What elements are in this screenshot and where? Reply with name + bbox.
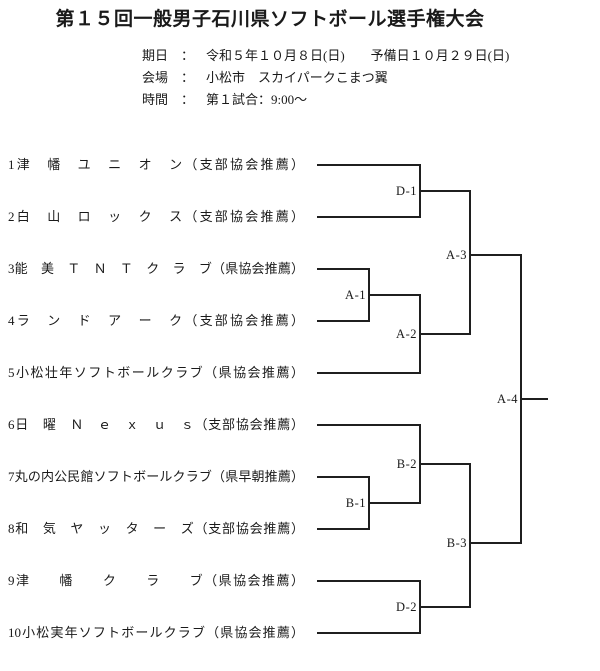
info-row-venue: 会場 ： 小松市 スカイパークこまつ翼 bbox=[142, 67, 509, 89]
team-row-5: 5小松壮年ソフトボールクラブ（県協会推薦） bbox=[8, 365, 304, 380]
match-label-a4: A-4 bbox=[497, 392, 518, 406]
info-separator: ： bbox=[181, 70, 195, 85]
match-b1-connector bbox=[368, 502, 421, 504]
team-row-6: 6日 曜 Ｎ ｅ ｘ ｕ ｓ（支部協会推薦） bbox=[8, 417, 304, 432]
info-value: 第１試合：9:00～ bbox=[206, 92, 308, 107]
match-label-a3: A-3 bbox=[446, 248, 467, 262]
match-a1-connector bbox=[368, 294, 421, 296]
match-a3-connector bbox=[469, 254, 522, 256]
match-label-d2: D-2 bbox=[396, 600, 417, 614]
match-a3-vertical bbox=[469, 190, 471, 335]
match-label-b3: B-3 bbox=[446, 536, 467, 550]
info-separator: ： bbox=[181, 48, 195, 63]
match-label-b2: B-2 bbox=[396, 457, 417, 471]
team6-line bbox=[317, 424, 421, 426]
info-row-time: 時間 ： 第１試合：9:00～ bbox=[142, 89, 509, 111]
match-b3-connector bbox=[469, 542, 522, 544]
team8-line bbox=[317, 528, 370, 530]
team7-line bbox=[317, 476, 370, 478]
info-value: 令和５年１０月８日(日) 予備日１０月２９日(日) bbox=[206, 48, 510, 63]
match-d2-connector bbox=[419, 606, 471, 608]
team-row-7: 7丸の内公民館ソフトボールクラブ（県早朝推薦） bbox=[8, 469, 304, 484]
match-label-d1: D-1 bbox=[396, 184, 417, 198]
team-row-8: 8和 気 ヤ ッ タ ー ズ（支部協会推薦） bbox=[8, 521, 304, 536]
info-separator: ： bbox=[181, 92, 195, 107]
info-row-date: 期日 ： 令和５年１０月８日(日) 予備日１０月２９日(日) bbox=[142, 45, 509, 67]
final-winner-line bbox=[520, 398, 548, 400]
match-d1-connector bbox=[419, 190, 471, 192]
match-label-a1: A-1 bbox=[345, 288, 366, 302]
team3-line bbox=[317, 268, 370, 270]
match-b2-connector bbox=[419, 463, 471, 465]
team2-line bbox=[317, 216, 421, 218]
team1-line bbox=[317, 164, 421, 166]
team9-line bbox=[317, 580, 421, 582]
info-value: 小松市 スカイパークこまつ翼 bbox=[206, 70, 388, 85]
info-label: 時間 bbox=[142, 92, 169, 107]
team5-line bbox=[317, 372, 421, 374]
match-label-b1: B-1 bbox=[345, 496, 366, 510]
event-info: 期日 ： 令和５年１０月８日(日) 予備日１０月２９日(日) 会場 ： 小松市 … bbox=[142, 45, 509, 111]
team-row-3: 3能 美 Ｔ Ｎ Ｔ ク ラ ブ（県協会推薦） bbox=[8, 261, 304, 276]
match-b3-vertical bbox=[469, 463, 471, 608]
team-row-9: 9津 幡 ク ラ ブ（県協会推薦） bbox=[8, 573, 304, 588]
team-row-1: 1津 幡 ユ ニ オ ン（支部協会推薦） bbox=[8, 157, 304, 172]
match-a2-connector bbox=[419, 333, 471, 335]
team4-line bbox=[317, 320, 370, 322]
info-label: 期日 bbox=[142, 48, 169, 63]
info-label: 会場 bbox=[142, 70, 169, 85]
team10-line bbox=[317, 632, 421, 634]
team-row-4: 4ラ ン ド ア ー ク（支部協会推薦） bbox=[8, 313, 304, 328]
team-row-2: 2白 山 ロ ッ ク ス（支部協会推薦） bbox=[8, 209, 304, 224]
page-title: 第１５回一般男子石川県ソフトボール選手権大会 bbox=[55, 9, 485, 30]
team-row-10: 10小松実年ソフトボールクラブ（県協会推薦） bbox=[8, 625, 304, 640]
match-label-a2: A-2 bbox=[396, 327, 417, 341]
